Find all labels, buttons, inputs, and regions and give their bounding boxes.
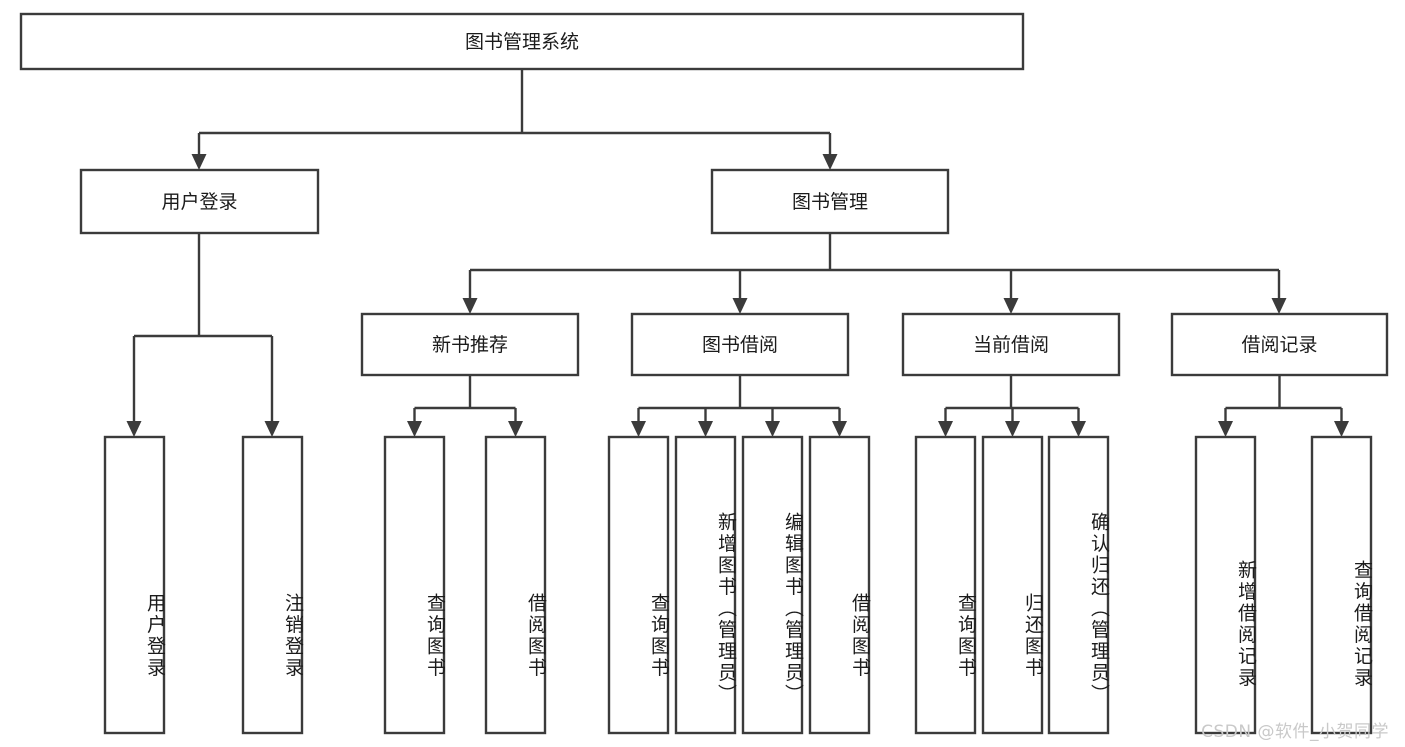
node-root-label: 图书管理系统 — [465, 31, 579, 53]
node-borrow-record[interactable]: 借阅记录 — [1170, 312, 1389, 377]
node-user-login[interactable]: 用户登录 — [79, 168, 320, 235]
node-leaf-query-book-3-rect[interactable] — [914, 435, 977, 735]
root-arrow-1 — [822, 154, 838, 170]
book-manage-arrow-3 — [1271, 298, 1287, 314]
book-borrow-arrow-0 — [631, 421, 646, 437]
node-leaf-add-record[interactable] — [1196, 437, 1255, 733]
node-leaf-logout[interactable] — [243, 437, 302, 733]
node-borrow-record-label: 借阅记录 — [1241, 334, 1317, 356]
node-leaf-query-book-2[interactable] — [609, 437, 668, 733]
node-book-borrow-label: 图书借阅 — [702, 334, 778, 356]
book-manage-arrow-0 — [462, 298, 478, 314]
book-borrow-arrow-1 — [698, 421, 713, 437]
node-book-manage-rect[interactable] — [710, 168, 950, 235]
node-leaf-add-book-rect[interactable] — [674, 435, 737, 735]
node-leaf-return-book-rect[interactable] — [981, 435, 1044, 735]
current-borrow-arrow-2 — [1071, 421, 1086, 437]
node-leaf-user-login-rect[interactable] — [103, 435, 166, 735]
node-current-borrow[interactable]: 当前借阅 — [901, 312, 1121, 377]
node-root-rect[interactable] — [19, 12, 1025, 71]
node-book-manage[interactable]: 图书管理 — [710, 168, 950, 235]
new-book-recommend-arrow-0 — [407, 421, 422, 437]
node-user-login-rect[interactable] — [79, 168, 320, 235]
node-borrow-record-rect[interactable] — [1170, 312, 1389, 377]
node-leaf-add-record-rect[interactable] — [1194, 435, 1257, 735]
node-leaf-query-record[interactable] — [1312, 437, 1371, 733]
book-manage-arrow-1 — [732, 298, 748, 314]
node-new-book-recommend-label: 新书推荐 — [432, 334, 508, 356]
book-manage-arrow-2 — [1003, 298, 1019, 314]
node-current-borrow-rect[interactable] — [901, 312, 1121, 377]
root-arrow-0 — [191, 154, 207, 170]
node-leaf-add-book[interactable] — [676, 437, 735, 733]
node-book-manage-label: 图书管理 — [792, 191, 868, 213]
user-login-arrow-1 — [264, 421, 280, 437]
node-leaf-borrow-book-2-rect[interactable] — [808, 435, 871, 735]
node-leaf-query-book-1-rect[interactable] — [383, 435, 446, 735]
node-new-book-recommend-rect[interactable] — [360, 312, 580, 377]
node-new-book-recommend[interactable]: 新书推荐 — [360, 312, 580, 377]
node-leaf-query-book-1[interactable] — [385, 437, 444, 733]
node-leaf-edit-book[interactable] — [743, 437, 802, 733]
node-leaf-logout-rect[interactable] — [241, 435, 304, 735]
new-book-recommend-arrow-1 — [508, 421, 523, 437]
node-leaf-return-book[interactable] — [983, 437, 1042, 733]
csdn-watermark: CSDN @软件_小贺同学 — [1201, 722, 1389, 742]
node-leaf-edit-book-rect[interactable] — [741, 435, 804, 735]
borrow-record-arrow-1 — [1334, 421, 1349, 437]
node-leaf-query-book-3[interactable] — [916, 437, 975, 733]
node-leaf-borrow-book-1[interactable] — [486, 437, 545, 733]
node-book-borrow[interactable]: 图书借阅 — [630, 312, 850, 377]
book-borrow-arrow-3 — [832, 421, 847, 437]
node-root[interactable]: 图书管理系统 — [19, 12, 1025, 71]
node-leaf-user-login[interactable] — [105, 437, 164, 733]
current-borrow-arrow-0 — [938, 421, 953, 437]
node-book-borrow-rect[interactable] — [630, 312, 850, 377]
node-leaf-query-book-2-rect[interactable] — [607, 435, 670, 735]
current-borrow-arrow-1 — [1005, 421, 1020, 437]
borrow-record-arrow-0 — [1218, 421, 1233, 437]
node-current-borrow-label: 当前借阅 — [973, 334, 1049, 356]
book-borrow-arrow-2 — [765, 421, 780, 437]
node-user-login-label: 用户登录 — [161, 191, 237, 213]
node-leaf-query-record-rect[interactable] — [1310, 435, 1373, 735]
node-leaf-borrow-book-1-rect[interactable] — [484, 435, 547, 735]
node-leaf-confirm-return[interactable] — [1049, 437, 1108, 733]
node-leaf-borrow-book-2[interactable] — [810, 437, 869, 733]
user-login-arrow-0 — [126, 421, 142, 437]
node-leaf-confirm-return-rect[interactable] — [1047, 435, 1110, 735]
